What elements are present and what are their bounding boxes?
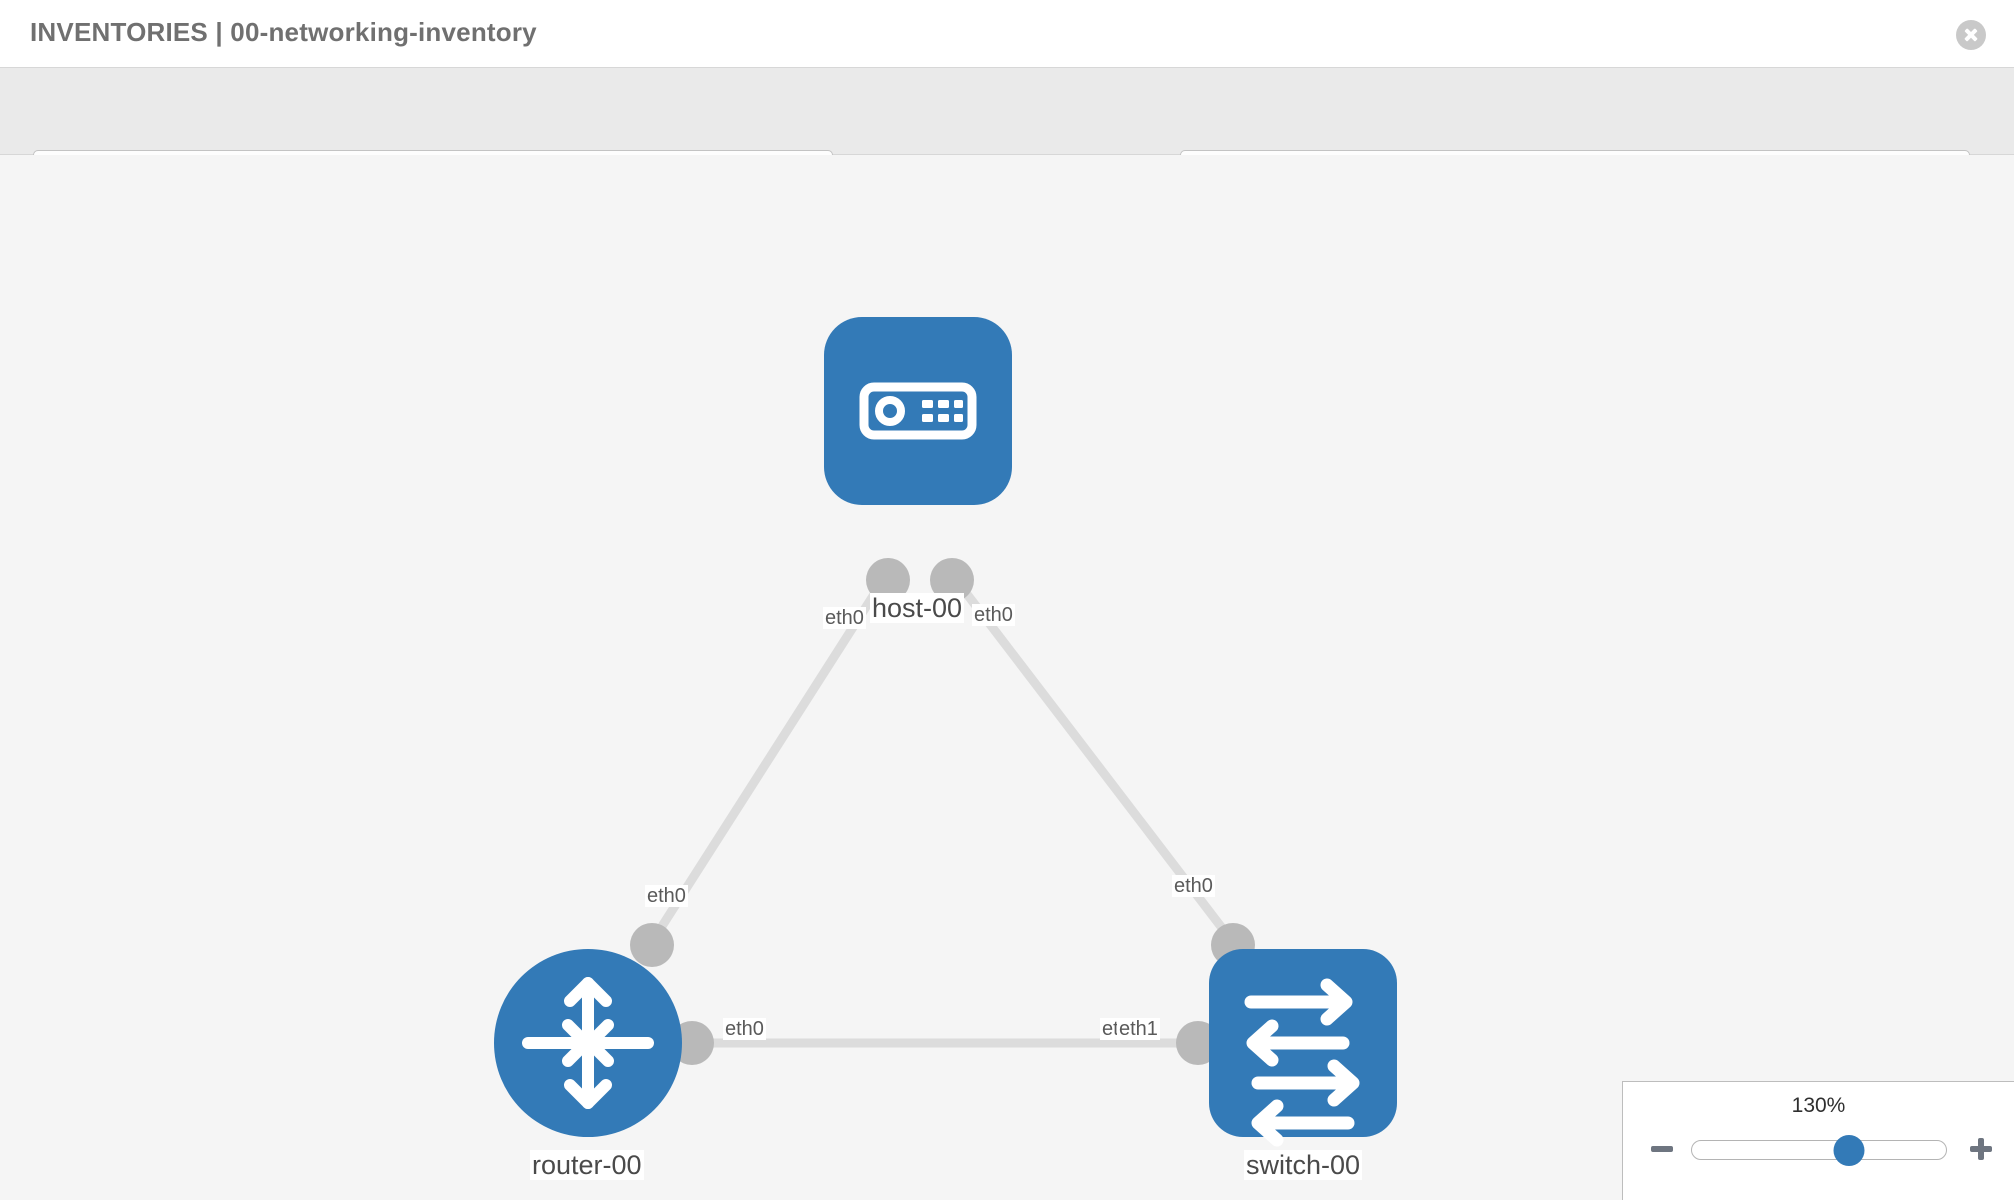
connector-host00-right[interactable]: [930, 558, 974, 602]
node-host-00[interactable]: [824, 317, 1012, 505]
switch-icon: [1244, 978, 1360, 1147]
zoom-level-value: 130%: [1791, 1094, 1846, 1117]
zoom-control-panel: 130%: [1622, 1081, 2014, 1200]
node-label-router-00[interactable]: router-00: [530, 1150, 644, 1181]
plus-icon[interactable]: [1966, 1134, 1996, 1164]
node-label-host-00[interactable]: host-00: [870, 593, 965, 624]
port-label-switch00-left[interactable]: eth1: [1117, 1018, 1160, 1041]
connector-router00-top[interactable]: [630, 923, 674, 967]
server-icon: [859, 382, 977, 440]
port-label-router00-top[interactable]: eth0: [645, 885, 688, 908]
link-group: [646, 582, 1239, 1048]
close-icon[interactable]: [1956, 20, 1986, 50]
router-icon: [522, 977, 654, 1109]
connector-group: [630, 558, 1255, 1065]
port-label-switch00-top[interactable]: eth0: [1172, 875, 1215, 898]
minus-icon[interactable]: [1647, 1134, 1677, 1164]
connector-host00-left[interactable]: [866, 558, 910, 602]
link-host00-router00[interactable]: [646, 582, 884, 948]
port-label-host00-right[interactable]: eth0: [972, 604, 1015, 627]
toolbar: ACTIONS SEARCH: [0, 68, 2014, 203]
node-switch-00[interactable]: [1209, 949, 1397, 1147]
node-router-00[interactable]: [494, 949, 682, 1137]
port-label-host00-left[interactable]: eth0: [823, 607, 866, 630]
page-header: INVENTORIES | 00-networking-inventory: [0, 0, 2014, 68]
zoom-slider[interactable]: [1691, 1135, 1947, 1166]
port-label-router00-right[interactable]: eth0: [723, 1018, 766, 1041]
page-title: INVENTORIES | 00-networking-inventory: [30, 17, 537, 47]
topology-graph: [494, 317, 1397, 1147]
node-label-switch-00[interactable]: switch-00: [1244, 1150, 1363, 1181]
zoom-slider-knob[interactable]: [1833, 1135, 1865, 1166]
topology-canvas[interactable]: host-00 router-00 switch-00 eth0 eth0 et…: [0, 155, 2014, 1200]
